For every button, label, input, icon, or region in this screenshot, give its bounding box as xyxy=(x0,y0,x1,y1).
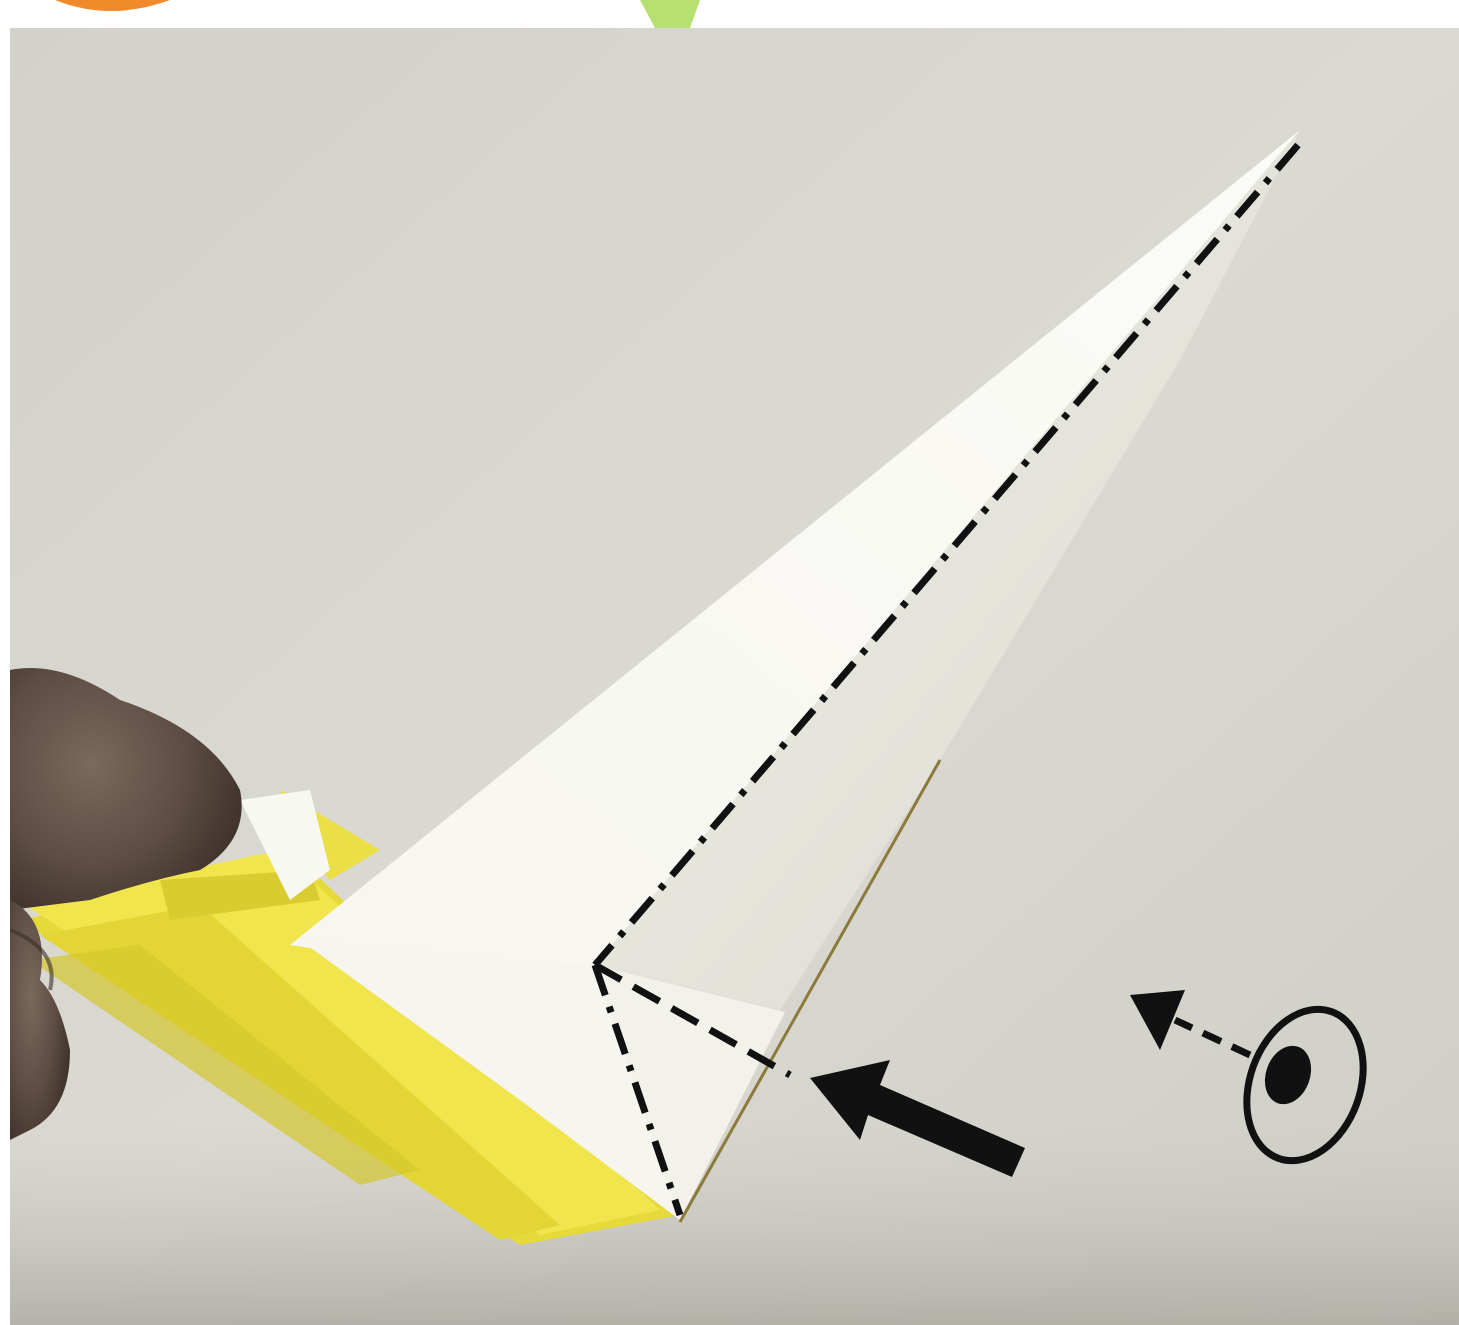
floor-shadow xyxy=(10,1120,1459,1325)
photo xyxy=(10,28,1459,1325)
origami-scene xyxy=(10,28,1459,1325)
orange-corner-mark xyxy=(55,0,170,11)
green-corner-mark xyxy=(640,0,700,28)
